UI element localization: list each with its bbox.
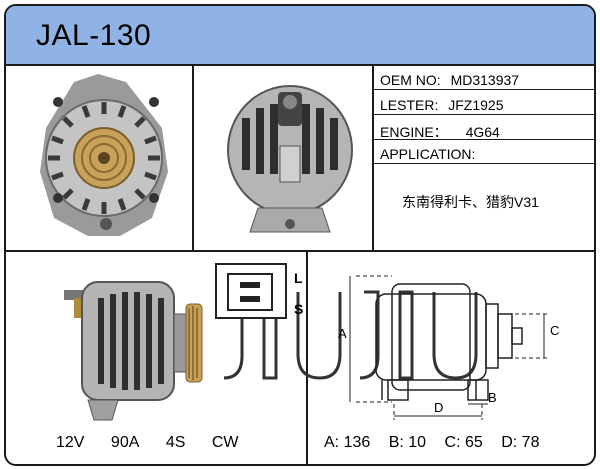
application-label: APPLICATION: [380,146,476,162]
rating-pulley: 4S [165,434,186,451]
lester-label: LESTER: [380,97,439,113]
dimension-d: D: 78 [501,434,540,451]
engine-value: 4G64 [465,124,500,140]
application-value: 东南得利卡、猎豹V31 [402,194,539,210]
engine-row: ENGINE： 4G64 [380,122,500,142]
spec-sheet-card: JAL-130 [4,4,596,466]
dim-label-c: C [550,323,560,338]
lester-value: JFZ1925 [448,97,504,113]
dim-label-b: B [488,390,497,405]
alternator-front-view [36,68,176,246]
connector-pin-l: L [294,270,303,286]
oem-label: OEM NO: [380,72,441,88]
dimension-b: B: 10 [388,434,427,451]
divider-spec-4 [372,163,594,164]
header-bar: JAL-130 [6,6,594,66]
alternator-side-view [58,264,208,424]
divider-v2 [372,64,374,250]
connector-diagram [214,258,314,324]
engine-label: ENGINE： [380,124,448,140]
divider-v1 [192,64,194,250]
lester-row: LESTER: JFZ1925 [380,97,504,113]
oem-row: OEM NO: MD313937 [380,72,519,88]
dimension-c: C: 65 [444,434,483,451]
ratings-row: 12V 90A 4S CW [56,434,261,452]
part-number-title: JAL-130 [36,19,152,52]
connector-pin-s: S [294,301,304,317]
dim-label-d: D [434,400,444,415]
rating-current: 90A [110,434,140,451]
dimension-drawing [332,254,582,426]
rating-rotation: CW [211,434,239,451]
divider-spec-2 [372,114,594,115]
divider-h-mid [6,250,594,252]
oem-value: MD313937 [450,72,520,88]
application-row: APPLICATION: [380,146,475,162]
dimensions-row: A: 136 B: 10 C: 65 D: 78 [324,434,553,452]
alternator-rear-view [218,68,358,246]
dimension-a: A: 136 [324,434,371,451]
dim-label-a: A [338,326,347,341]
divider-spec-3 [372,139,594,140]
rating-voltage: 12V [56,434,85,451]
divider-spec-1 [372,89,594,90]
